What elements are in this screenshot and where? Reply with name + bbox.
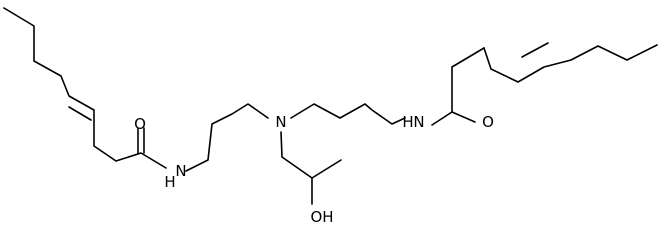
right-double-bond — [521, 42, 549, 58]
atom-h-right: H — [402, 113, 413, 131]
structure-diagram: O N H N OH N H O — [3, 7, 658, 226]
left-chain-bonds — [3, 7, 167, 169]
right-linker-bonds — [290, 103, 406, 125]
atom-labels: O N H N OH N H O — [134, 113, 494, 226]
molecule-svg: O N H N OH N H O — [3, 7, 658, 226]
atom-n-left: N — [175, 162, 186, 180]
atom-o-right: O — [482, 113, 494, 131]
atom-n-right: N — [413, 113, 424, 131]
left-double-bond — [68, 106, 92, 121]
right-chain-bonds — [483, 44, 658, 83]
left-linker-bonds — [185, 103, 269, 172]
atom-oh: OH — [310, 208, 333, 226]
right-amide-bonds — [431, 47, 485, 126]
right-carbonyl-bond — [451, 111, 476, 123]
bonds — [3, 7, 658, 205]
atom-h-left: H — [164, 173, 175, 191]
hydroxypropyl-bonds — [280, 131, 342, 205]
atom-n-center: N — [275, 113, 286, 131]
atom-o-left: O — [134, 115, 146, 133]
